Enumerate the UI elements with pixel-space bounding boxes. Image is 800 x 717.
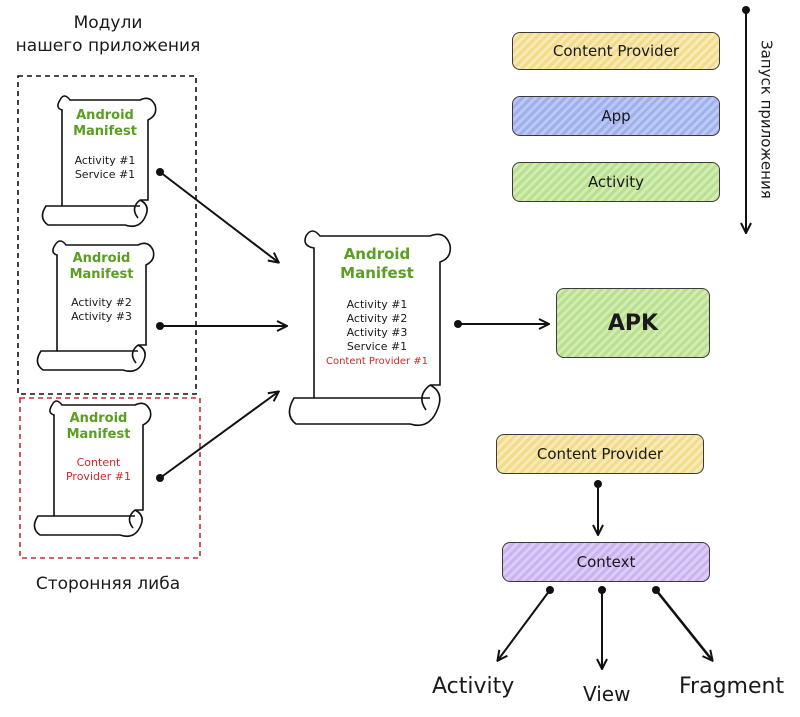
merged-item: Activity #2 xyxy=(346,312,408,325)
launch-activity-box: Activity xyxy=(512,162,720,202)
scroll1-item: Service #1 xyxy=(74,168,136,181)
scroll2-item: Activity #2 xyxy=(71,296,132,309)
apk-box: APK xyxy=(556,288,710,358)
arrow-scroll3-to-merged xyxy=(159,392,278,479)
scroll3-item: Content xyxy=(76,456,121,469)
scroll2-item: Activity #3 xyxy=(71,310,132,323)
merged-manifest-scroll xyxy=(288,230,452,427)
view-label: View xyxy=(583,682,631,706)
arrow-scroll1-to-merged xyxy=(159,171,278,262)
context-box: Context xyxy=(502,542,710,582)
merged-red-item: Content Provider #1 xyxy=(325,356,429,367)
third-party-group-box xyxy=(19,397,201,559)
scroll1-manifest-title: Android Manifest xyxy=(73,108,137,140)
launch-label: Запуск приложения xyxy=(757,40,776,199)
arrow-context-to-fragment xyxy=(654,589,712,660)
arrow-context-to-activity xyxy=(498,589,551,660)
tree-content-provider-box: Content Provider xyxy=(496,434,704,474)
third-party-label: Сторонняя либа xyxy=(35,574,181,594)
fragment-label: Fragment xyxy=(679,674,785,699)
scroll3-item: Provider #1 xyxy=(65,470,131,483)
scroll2-manifest-title: Android Manifest xyxy=(69,251,134,283)
launch-app-box: App xyxy=(512,96,720,136)
scroll1-item: Activity #1 xyxy=(74,154,136,167)
manifest-scroll-1 xyxy=(41,95,157,228)
merged-item: Activity #1 xyxy=(346,298,408,311)
modules-group-box xyxy=(17,75,197,395)
scroll3-manifest-title: Android Manifest xyxy=(66,411,131,443)
manifest-scroll-3 xyxy=(33,400,152,538)
activity-label: Activity xyxy=(432,674,515,699)
manifest-scroll-2 xyxy=(36,240,155,373)
merged-manifest-title: Android Manifest xyxy=(340,245,414,282)
merged-item: Activity #3 xyxy=(346,326,408,339)
modules-title: Модули нашего приложения xyxy=(15,13,201,56)
merged-item: Service #1 xyxy=(346,340,408,353)
launch-content-provider-box: Content Provider xyxy=(512,32,720,70)
